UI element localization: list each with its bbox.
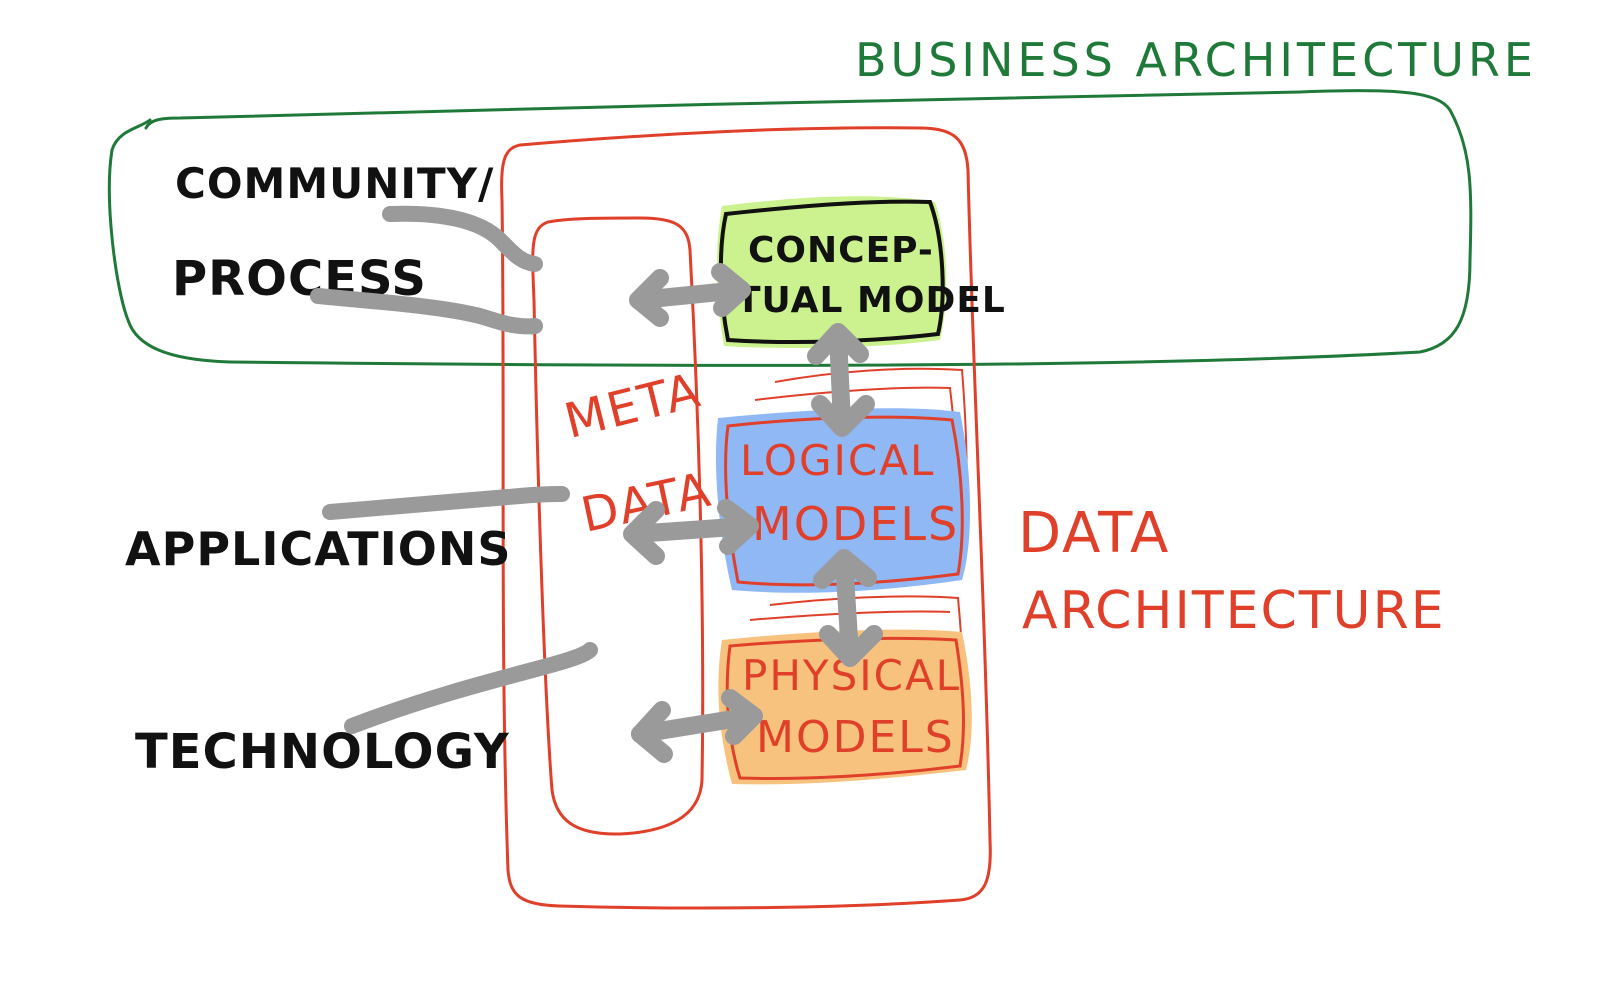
- physical-models-label-line2: MODELS: [756, 712, 955, 763]
- arrow-logical-physical: [813, 549, 883, 667]
- logical-models-label-line2: MODELS: [752, 497, 959, 551]
- business-architecture-boundary: [107, 89, 1473, 367]
- data-architecture-boundary: [500, 126, 992, 910]
- arrow-metadata-physical: [631, 689, 763, 763]
- arrow-metadata-conceptual: [629, 263, 751, 327]
- data-architecture-label-line1: DATA: [1018, 501, 1170, 566]
- technology-connector: [344, 642, 598, 734]
- community-connector-upper: [382, 205, 543, 272]
- arrow-metadata-logical: [623, 499, 759, 565]
- community-connector-lower: [310, 288, 543, 335]
- metadata-label-line1: META: [559, 362, 707, 450]
- metadata-boundary: [531, 216, 705, 836]
- community-label-line1: COMMUNITY/: [175, 159, 494, 208]
- physical-models-shadow-box-2: [749, 610, 951, 621]
- arrow-conceptual-logical: [807, 323, 875, 437]
- conceptual-model-highlight: [716, 196, 947, 348]
- technology-label: TECHNOLOGY: [135, 724, 510, 780]
- physical-models-highlight: [718, 629, 972, 785]
- logical-models-label-line1: LOGICAL: [740, 436, 935, 485]
- business-architecture-label: BUSINESS ARCHITECTURE: [855, 33, 1537, 87]
- conceptual-model-label-line2: TUAL MODEL: [736, 280, 1006, 321]
- logical-models-highlight: [715, 408, 971, 593]
- data-architecture-label-line2: ARCHITECTURE: [1022, 581, 1446, 641]
- applications-connector: [322, 486, 570, 520]
- applications-label: APPLICATIONS: [125, 522, 511, 576]
- conceptual-model-label-line1: CONCEP-: [748, 230, 934, 271]
